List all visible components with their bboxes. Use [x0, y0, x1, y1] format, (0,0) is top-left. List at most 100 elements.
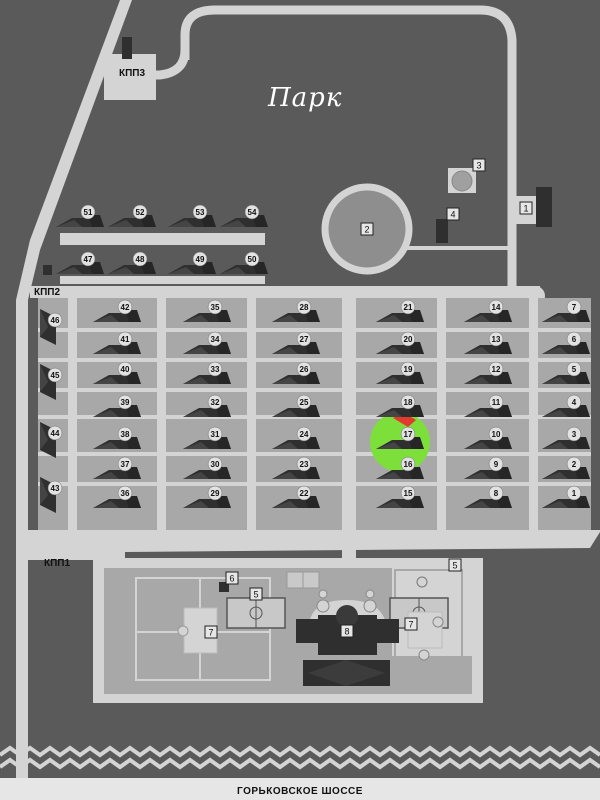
house-50[interactable]: 50	[220, 251, 268, 274]
house-5[interactable]: 5	[542, 361, 590, 384]
park-loop-road	[180, 5, 517, 300]
house-number-badge	[296, 426, 312, 442]
house-2[interactable]: 2	[542, 456, 590, 479]
house-33[interactable]: 33	[183, 361, 231, 384]
house-47[interactable]: 47	[56, 251, 104, 274]
house-42[interactable]: 42	[93, 299, 141, 322]
house-number: 16	[404, 460, 413, 469]
house-39[interactable]: 39	[93, 394, 141, 417]
house-10[interactable]: 10	[464, 426, 512, 449]
house-number: 30	[211, 460, 220, 469]
house-40[interactable]: 40	[93, 361, 141, 384]
house-17[interactable]: 17	[376, 426, 424, 449]
house-51[interactable]: 51	[56, 204, 104, 227]
house-number-badge	[566, 331, 582, 347]
house-11[interactable]: 11	[464, 394, 512, 417]
house-46[interactable]: 46	[40, 309, 63, 345]
house-48[interactable]: 48	[108, 251, 156, 274]
house-41[interactable]: 41	[93, 331, 141, 354]
facility-4-label[interactable]: 4	[446, 207, 460, 221]
house-44[interactable]: 44	[40, 422, 63, 458]
facility-1-building-icon	[536, 187, 552, 227]
house-7[interactable]: 7	[542, 299, 590, 322]
house-20[interactable]: 20	[376, 331, 424, 354]
house-49[interactable]: 49	[168, 251, 216, 274]
house-36[interactable]: 36	[93, 485, 141, 508]
facility-1-label[interactable]: 1	[519, 201, 533, 215]
house-12[interactable]: 12	[464, 361, 512, 384]
house-35[interactable]: 35	[183, 299, 231, 322]
house-number: 11	[492, 398, 501, 407]
house-number-badge	[296, 485, 312, 501]
house-number: 5	[572, 365, 577, 374]
house-24[interactable]: 24	[272, 426, 320, 449]
house-number: 45	[51, 371, 60, 380]
house-29[interactable]: 29	[183, 485, 231, 508]
house-37[interactable]: 37	[93, 456, 141, 479]
house-1[interactable]: 1	[542, 485, 590, 508]
house-number-badge	[80, 204, 96, 220]
house-number: 52	[136, 208, 145, 217]
house-26[interactable]: 26	[272, 361, 320, 384]
house-32[interactable]: 32	[183, 394, 231, 417]
house-number: 24	[300, 430, 309, 439]
house-13[interactable]: 13	[464, 331, 512, 354]
facility-7-label[interactable]: 7	[204, 625, 218, 639]
river-boundary	[0, 745, 600, 758]
house-34[interactable]: 34	[183, 331, 231, 354]
facility-5-label[interactable]: 5	[448, 558, 462, 572]
house-number-badge	[296, 394, 312, 410]
house-19[interactable]: 19	[376, 361, 424, 384]
house-number-badge	[117, 394, 133, 410]
facility-6-label[interactable]: 6	[225, 571, 239, 585]
house-38[interactable]: 38	[93, 426, 141, 449]
svg-text:7: 7	[208, 628, 213, 638]
house-number: 12	[492, 365, 501, 374]
house-number: 34	[211, 335, 220, 344]
house-31[interactable]: 31	[183, 426, 231, 449]
house-number: 43	[51, 484, 60, 493]
house-number-badge	[117, 331, 133, 347]
house-52[interactable]: 52	[108, 204, 156, 227]
house-28[interactable]: 28	[272, 299, 320, 322]
house-14[interactable]: 14	[464, 299, 512, 322]
house-9[interactable]: 9	[464, 456, 512, 479]
facility-2-label[interactable]: 2	[360, 222, 374, 236]
kpp2-booth-icon	[43, 265, 52, 275]
house-number: 39	[121, 398, 130, 407]
house-22[interactable]: 22	[272, 485, 320, 508]
house-number: 25	[300, 398, 309, 407]
house-number: 35	[211, 303, 220, 312]
house-3[interactable]: 3	[542, 426, 590, 449]
park-label: Парк	[267, 83, 342, 113]
house-number: 47	[84, 255, 93, 264]
house-4[interactable]: 4	[542, 394, 590, 417]
house-53[interactable]: 53	[168, 204, 216, 227]
house-21[interactable]: 21	[376, 299, 424, 322]
house-43[interactable]: 43	[40, 477, 63, 513]
house-16[interactable]: 16	[376, 456, 424, 479]
facility-5-label[interactable]: 5	[249, 587, 263, 601]
house-8[interactable]: 8	[464, 485, 512, 508]
house-27[interactable]: 27	[272, 331, 320, 354]
southern-road	[28, 530, 600, 560]
house-18[interactable]: 18	[376, 394, 424, 417]
house-number-badge	[400, 456, 416, 472]
facility-3-label[interactable]: 3	[472, 158, 486, 172]
house-number: 6	[572, 335, 577, 344]
house-25[interactable]: 25	[272, 394, 320, 417]
house-23[interactable]: 23	[272, 456, 320, 479]
house-number: 54	[248, 208, 257, 217]
house-30[interactable]: 30	[183, 456, 231, 479]
svg-text:5: 5	[452, 561, 457, 571]
house-54[interactable]: 54	[220, 204, 268, 227]
house-45[interactable]: 45	[40, 364, 63, 400]
house-15[interactable]: 15	[376, 485, 424, 508]
house-number: 53	[196, 208, 205, 217]
facility-7-label[interactable]: 7	[404, 617, 418, 631]
facility-8-label[interactable]: 8	[340, 624, 354, 638]
house-6[interactable]: 6	[542, 331, 590, 354]
